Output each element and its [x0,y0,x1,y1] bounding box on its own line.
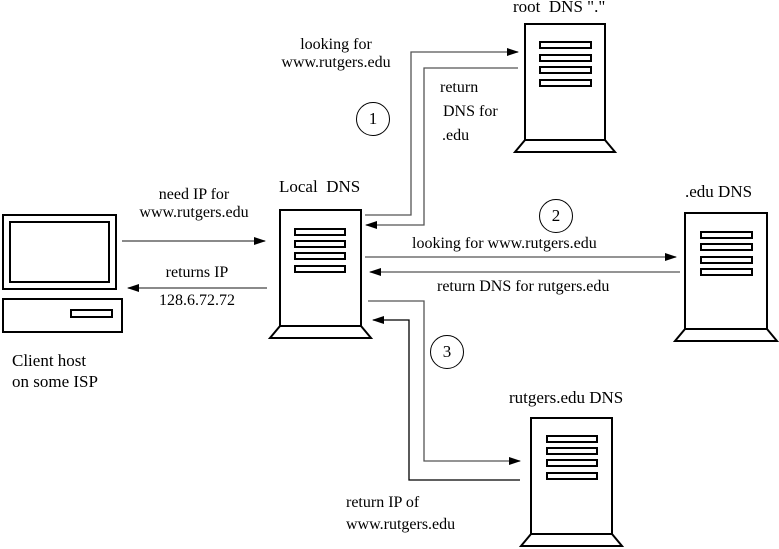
client-request-line1: need IP for [158,186,230,203]
arrow-rutgers-request [368,300,521,465]
root-request-line2: www.rutgers.edu [281,54,391,71]
step-2-badge: 2 [539,199,573,233]
server-icon [672,212,779,342]
edu-request-label: looking for www.rutgers.edu [412,235,597,252]
server-icon [518,417,625,547]
root-request-label: looking for www.rutgers.edu [264,36,408,72]
local-dns-label: Local DNS [279,177,361,196]
client-label-line2: on some ISP [12,372,98,391]
server-icon [267,209,374,339]
step-1-badge: 1 [356,102,390,136]
client-label: Client host on some ISP [12,350,98,392]
desktop-computer-icon [2,214,123,333]
arrow-root-response [365,67,518,229]
root-response-label: return DNS for .edu [439,76,498,148]
root-response-line2: DNS for [443,103,498,120]
client-request-label: need IP for www.rutgers.edu [124,186,264,222]
client-response-line2: 128.6.72.72 [159,292,235,309]
edu-dns-label: .edu DNS [685,182,753,201]
client-request-line2: www.rutgers.edu [139,204,249,221]
arrow-rutgers-response [372,316,520,481]
server-icon [512,23,618,153]
root-dns-label: root DNS "." [513,0,606,16]
root-response-line3: .edu [442,127,470,144]
root-request-line1: looking for [300,36,372,53]
rutgers-response-label: return IP of www.rutgers.edu [346,492,455,536]
client-label-line1: Client host [12,351,87,370]
step-3-badge: 3 [430,335,464,369]
client-response-line1: returns IP [165,264,229,281]
rutgers-dns-label: rutgers.edu DNS [509,388,624,407]
rutgers-response-line2: www.rutgers.edu [346,516,456,533]
edu-response-label: return DNS for rutgers.edu [437,278,610,295]
client-response-label: returns IP 128.6.72.72 [142,264,252,310]
rutgers-response-line1: return IP of [346,494,420,511]
root-response-line1: return [440,79,479,96]
arrow-root-request [365,48,519,216]
